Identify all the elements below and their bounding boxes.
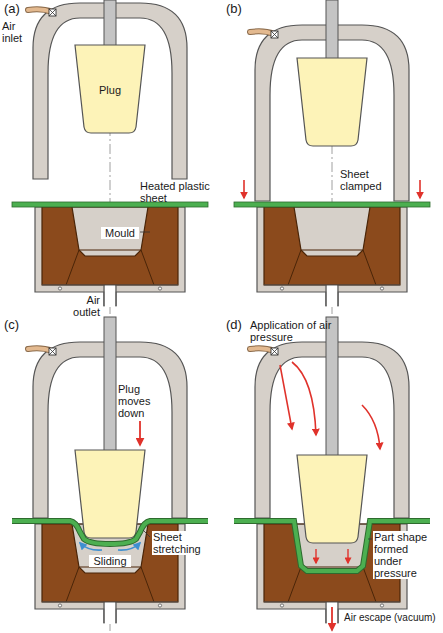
drawing-part xyxy=(257,207,407,307)
drawing-part xyxy=(326,317,338,460)
drawing-part xyxy=(362,405,380,449)
drawing-part xyxy=(331,607,333,630)
drawing-part xyxy=(347,549,348,563)
part-label: Air outlet xyxy=(62,294,100,318)
panel-letter: (d) xyxy=(226,318,250,332)
drawing-part xyxy=(118,543,140,550)
note-label: Air escape (vacuum) xyxy=(344,612,440,623)
part-label: Mould xyxy=(101,227,139,239)
drawing-part xyxy=(234,202,430,207)
panel-d xyxy=(234,317,430,631)
drawing-part xyxy=(104,0,116,50)
part-label: Plug xyxy=(92,84,128,96)
panel-b xyxy=(234,0,430,314)
drawing-part xyxy=(297,455,367,543)
drawing-part xyxy=(243,180,245,198)
drawing-part xyxy=(292,362,316,435)
drawing-part xyxy=(368,539,372,540)
note-label: Plug moves down xyxy=(118,383,168,419)
drawing-part xyxy=(75,45,145,133)
drawing-part xyxy=(143,530,150,537)
part-label: Heated plastic sheet xyxy=(140,180,220,204)
drawing-part xyxy=(419,180,421,198)
drawing-part xyxy=(140,232,150,233)
drawing-part xyxy=(104,317,116,455)
note-label: Sheet clamped xyxy=(340,168,392,192)
note-label: Part shape formed under pressure xyxy=(373,531,437,579)
drawing-part xyxy=(35,207,185,307)
drawing-part xyxy=(280,365,292,429)
drawing-part xyxy=(297,58,367,146)
drawing-part xyxy=(326,0,338,63)
panel-c xyxy=(12,317,208,631)
note-label: Application of air pressure xyxy=(250,319,346,343)
note-label: Sliding xyxy=(89,555,131,567)
panel-a xyxy=(12,0,208,314)
drawing-part xyxy=(75,450,145,538)
note-label: Sheet stretching xyxy=(152,531,218,555)
drawing-part xyxy=(12,202,208,207)
panel-letter: (c) xyxy=(4,318,28,332)
panel-letter: (a) xyxy=(4,2,28,16)
drawing-part xyxy=(80,543,102,550)
drawing-part xyxy=(139,421,141,445)
part-label: Air inlet xyxy=(2,20,32,44)
drawing-part xyxy=(315,549,316,563)
panel-letter: (b) xyxy=(226,2,250,16)
